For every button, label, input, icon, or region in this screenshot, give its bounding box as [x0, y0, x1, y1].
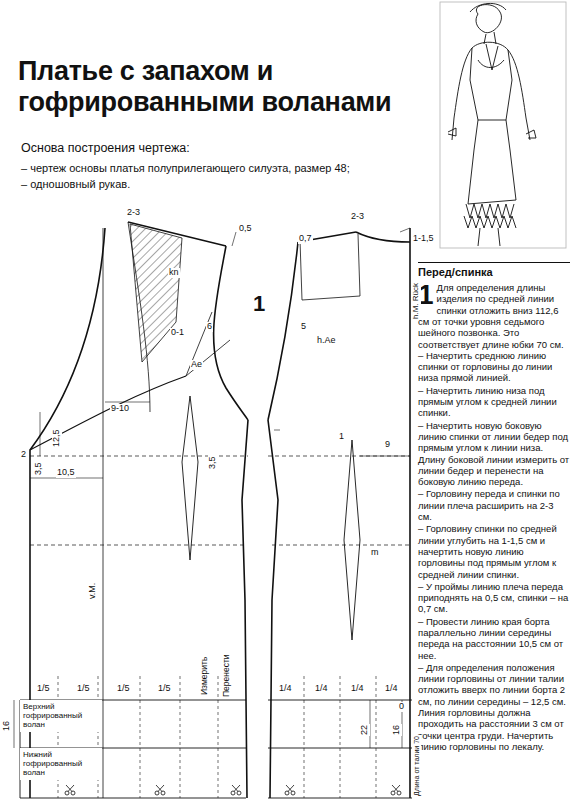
- dimension-label: 10,5: [56, 468, 76, 478]
- text-column: Перед/спинка1Для определения длины издел…: [418, 262, 570, 753]
- dimension-label: 1/5: [36, 684, 51, 694]
- dimension-label: 2-3: [350, 212, 365, 222]
- dimension-label: 1-1,5: [412, 234, 435, 244]
- instruction-text: – Горловину переда и спинки по линии пле…: [418, 488, 570, 522]
- dimension-label: 6: [206, 322, 213, 332]
- dimension-label: 0,7: [298, 234, 313, 244]
- dimension-label: 1/4: [278, 684, 293, 694]
- band-name: Верхний гофрированный волан: [20, 700, 102, 732]
- dimension-label: 5: [300, 322, 307, 332]
- dimension-label: h.Ae: [316, 336, 337, 346]
- dimension-label: 16: [2, 720, 12, 732]
- dimension-label: 9-10: [110, 404, 130, 414]
- dimension-label: 1: [252, 292, 266, 316]
- dimension-label: 9: [384, 440, 391, 450]
- dimension-label: 1/4: [384, 684, 399, 694]
- dimension-label: Ae: [190, 360, 203, 370]
- instruction-text: – Провести линию края борта параллельно …: [418, 616, 570, 661]
- dimension-label: Перенести: [222, 653, 231, 698]
- instruction-text: – Горловину спинки по средней линии углу…: [418, 523, 570, 579]
- ruffle-band: Нижний гофрированный волан: [20, 748, 246, 798]
- dimension-label: Длина от талии 70: [413, 735, 421, 797]
- dimension-label: 1/4: [314, 684, 329, 694]
- instruction-text: – Начертить новую боковую линию спинки о…: [418, 420, 570, 488]
- dimension-label: m: [370, 548, 380, 558]
- instruction-text: – Начертить среднюю линию спинки от горл…: [418, 350, 570, 384]
- dimension-label: 1/5: [76, 684, 91, 694]
- dimension-label: 1/4: [350, 684, 365, 694]
- dimension-label: 0-1: [170, 328, 185, 338]
- dimension-label: 3,5: [208, 455, 218, 470]
- dimension-label: 2-3: [126, 208, 141, 218]
- dimension-label: 1/5: [116, 684, 131, 694]
- dimension-label: kn: [168, 268, 180, 278]
- dimension-label: 12,5: [52, 428, 62, 448]
- dimension-label: 1/5: [157, 684, 172, 694]
- ruffle-band: Верхний гофрированный волан: [20, 700, 246, 748]
- subtitle-text: Основа построения чертежа:: [20, 142, 191, 156]
- subtitle-text: – одношовный рукав.: [20, 178, 131, 190]
- instruction-text: – У проймы линию плеча переда приподнять…: [418, 581, 570, 615]
- dimension-label: Измерить: [200, 656, 209, 696]
- instruction-text: – Для определения положения линии горлов…: [418, 662, 570, 752]
- dimension-label: 22: [360, 724, 370, 736]
- dimension-label: 16: [392, 724, 402, 736]
- section-heading: Перед/спинка: [418, 262, 570, 279]
- fashion-sketch: [440, 2, 566, 248]
- band-name: Нижний гофрированный волан: [20, 748, 102, 780]
- instruction-text: – Начертить линию низа под прямым углом …: [418, 385, 570, 419]
- page-title: Платье с запахом и гофрированными волана…: [18, 56, 433, 118]
- subtitle-text: – чертеж основы платья полуприлегающего …: [20, 162, 351, 174]
- dimension-label: 0: [398, 702, 405, 712]
- dimension-label: 2: [20, 450, 27, 460]
- dimension-label: h.M. Rück: [412, 282, 421, 320]
- dimension-label: 3,5: [34, 461, 44, 476]
- dimension-label: v.M.: [88, 582, 98, 600]
- instruction-text: Для определения длины изделия по средней…: [418, 282, 564, 349]
- dimension-label: 1: [338, 432, 345, 442]
- dimension-label: 0,5: [238, 224, 253, 234]
